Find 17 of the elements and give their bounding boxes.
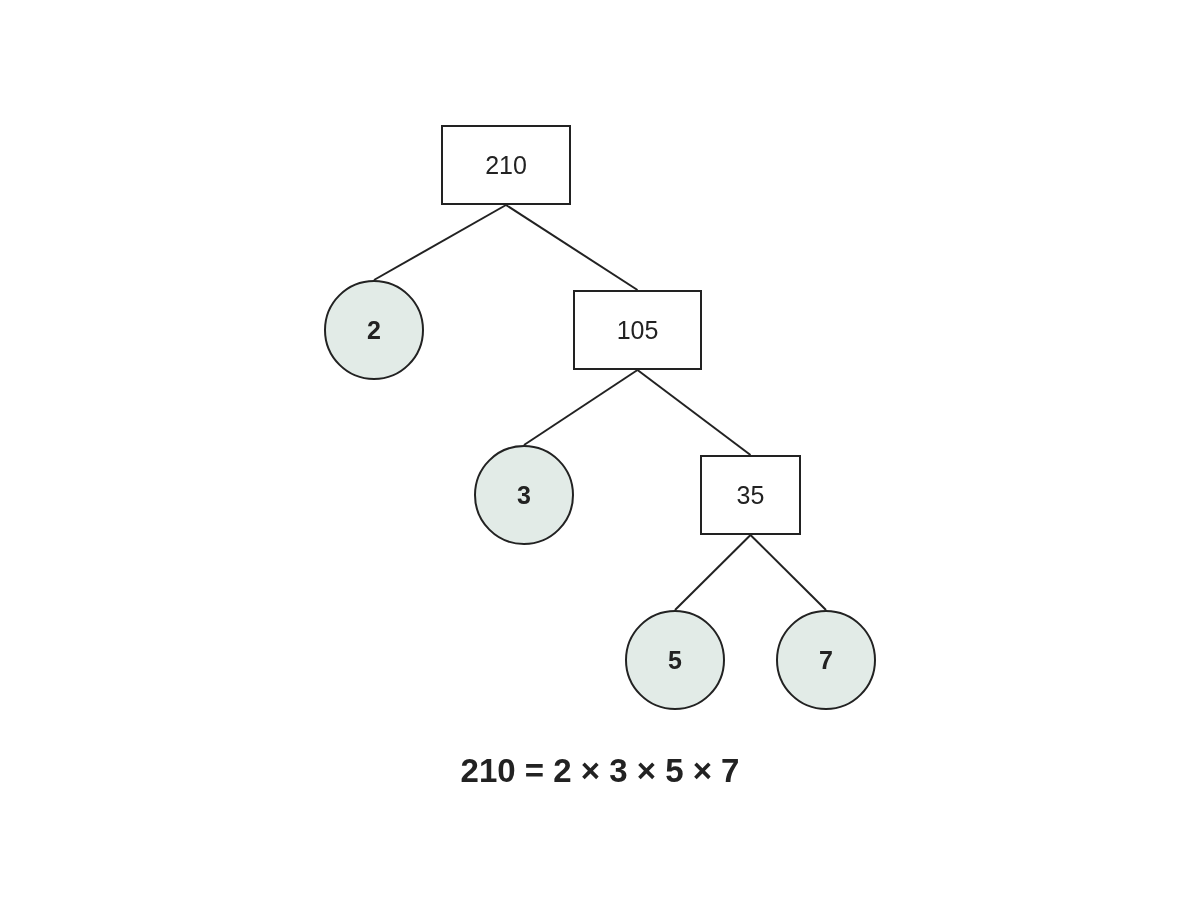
number-label: 5 <box>668 647 682 673</box>
connector-line <box>674 534 752 611</box>
number-box <box>441 125 571 205</box>
number-box <box>573 290 702 370</box>
number-label: 7 <box>819 647 833 673</box>
number-label: 105 <box>616 317 659 343</box>
number-label: 3 <box>517 482 531 508</box>
number-box <box>700 455 801 535</box>
connector-line <box>636 369 752 456</box>
connector-line <box>749 534 827 611</box>
number-label: 210 <box>485 152 527 178</box>
connector-line <box>505 204 639 291</box>
number-label: 35 <box>736 482 765 508</box>
number-label: 2 <box>367 317 381 343</box>
connector-line <box>523 369 639 446</box>
equation-caption: 210 = 2 × 3 × 5 × 7 <box>460 751 740 791</box>
connector-line <box>373 204 507 281</box>
